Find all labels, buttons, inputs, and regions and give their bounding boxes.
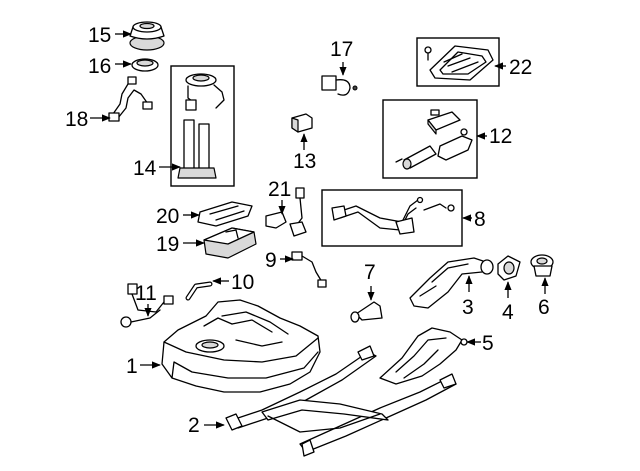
part-4-grommet [497,255,521,281]
part-11-vapor-line [120,283,174,328]
part-22-box [416,37,500,87]
part-17-clip [321,75,358,96]
part-7-filler-hose [350,301,383,323]
callout-13: 13 [293,150,316,173]
callout-15: 15 [88,24,111,47]
callout-19: 19 [156,233,179,256]
part-9-hose [291,251,327,288]
callout-21: 21 [268,178,291,201]
callout-1: 1 [126,355,138,378]
callout-16: 16 [88,55,111,78]
part-8-box [321,189,463,247]
callout-9: 9 [265,249,277,272]
callout-8: 8 [474,208,486,231]
callout-6: 6 [538,296,550,319]
part-22-access-cover [424,45,494,81]
callout-5: 5 [482,332,494,355]
callout-20: 20 [156,205,179,228]
part-3-filler-neck [409,257,494,309]
part-12-fuel-filter-kit [395,109,473,170]
callout-14: 14 [133,157,157,180]
part-16-seal [131,58,159,72]
part-2-tank-straps [225,345,457,457]
callout-12: 12 [489,125,512,148]
callout-4: 4 [502,301,514,324]
part-13-connector [291,113,313,133]
callout-7: 7 [364,261,376,284]
part-18-harness [108,76,153,122]
callout-10: 10 [231,271,254,294]
part-20-pad [197,201,253,227]
part-6-fuel-cap [530,254,554,277]
part-1-fuel-tank [161,299,321,393]
callout-22: 22 [509,56,532,79]
callout-3: 3 [462,296,474,319]
part-14-box [170,65,235,187]
part-5-heat-shield [379,327,468,385]
callout-11: 11 [135,282,157,305]
part-10-hose [185,281,213,301]
callout-2: 2 [188,414,200,437]
part-14-fuel-pump-module [177,73,225,179]
part-19-bracket [203,227,257,259]
callout-18: 18 [65,108,88,131]
part-15-lock-ring [129,21,165,51]
callout-17: 17 [330,38,353,61]
part-8-fuel-lines [331,196,455,235]
